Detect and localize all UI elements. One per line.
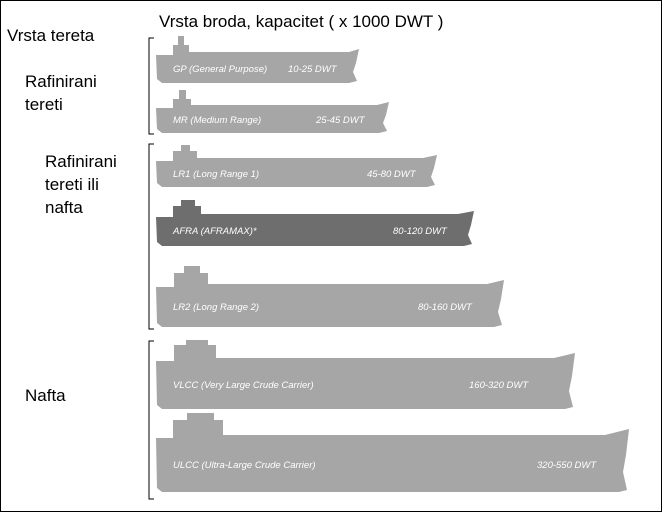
bracket-refined-or-crude (148, 143, 154, 330)
ship-4: LR2 (Long Range 2) 80-160 DWT (156, 266, 504, 327)
ship-capacity-label: 10-25 DWT (288, 64, 338, 75)
category-refined-or-crude: Rafinirani tereti ili nafta (45, 150, 117, 219)
ship-capacity-label: 80-160 DWT (418, 302, 473, 313)
ship-5: VLCC (Very Large Crude Carrier) 160-320 D… (156, 340, 575, 409)
ship-name-label: VLCC (Very Large Crude Carrier) (173, 380, 314, 391)
ship-name-label: LR1 (Long Range 1) (173, 169, 259, 180)
ship-hull (156, 266, 504, 327)
cargo-type-header: Vrsta tereta (7, 26, 95, 45)
ship-capacity-label: 45-80 DWT (367, 169, 417, 180)
ship-3: AFRA (AFRAMAX)* 80-120 DWT (156, 200, 474, 246)
ship-capacity-label: 25-45 DWT (315, 115, 366, 126)
ship-name-label: AFRA (AFRAMAX)* (172, 226, 257, 237)
bracket-refined (148, 37, 154, 135)
ship-hull (156, 90, 389, 133)
ship-2: LR1 (Long Range 1) 45-80 DWT (156, 145, 437, 187)
ship-type-header: Vrsta broda, kapacitet ( x 1000 DWT ) (159, 12, 444, 31)
ship-name-label: GP (General Purpose) (173, 64, 267, 75)
category-line: Rafinirani (25, 72, 97, 91)
ship-capacity-label: 160-320 DWT (469, 380, 529, 391)
ship-capacity-label: 80-120 DWT (393, 226, 448, 237)
category-refined-cargo: Rafinirani tereti (25, 70, 97, 116)
ship-hull (156, 200, 474, 246)
bracket-crude (148, 340, 154, 500)
ship-hull (156, 413, 629, 492)
ship-0: GP (General Purpose) 10-25 DWT (156, 36, 359, 83)
category-line: tereti ili (45, 175, 99, 194)
ship-1: MR (Medium Range) 25-45 DWT (156, 90, 389, 133)
ship-6: ULCC (Ultra-Large Crude Carrier) 320-550 … (156, 413, 629, 492)
category-line: Nafta (25, 386, 66, 405)
category-line: tereti (25, 95, 63, 114)
ship-hull (156, 340, 575, 409)
ship-capacity-label: 320-550 DWT (537, 460, 597, 471)
ship-name-label: ULCC (Ultra-Large Crude Carrier) (173, 460, 316, 471)
ship-name-label: MR (Medium Range) (173, 115, 261, 126)
category-line: Rafinirani (45, 152, 117, 171)
category-line: nafta (45, 198, 83, 217)
ship-hull (156, 145, 437, 187)
ship-name-label: LR2 (Long Range 2) (173, 302, 259, 313)
ship-hull (156, 36, 359, 83)
category-crude-oil: Nafta (25, 384, 66, 407)
